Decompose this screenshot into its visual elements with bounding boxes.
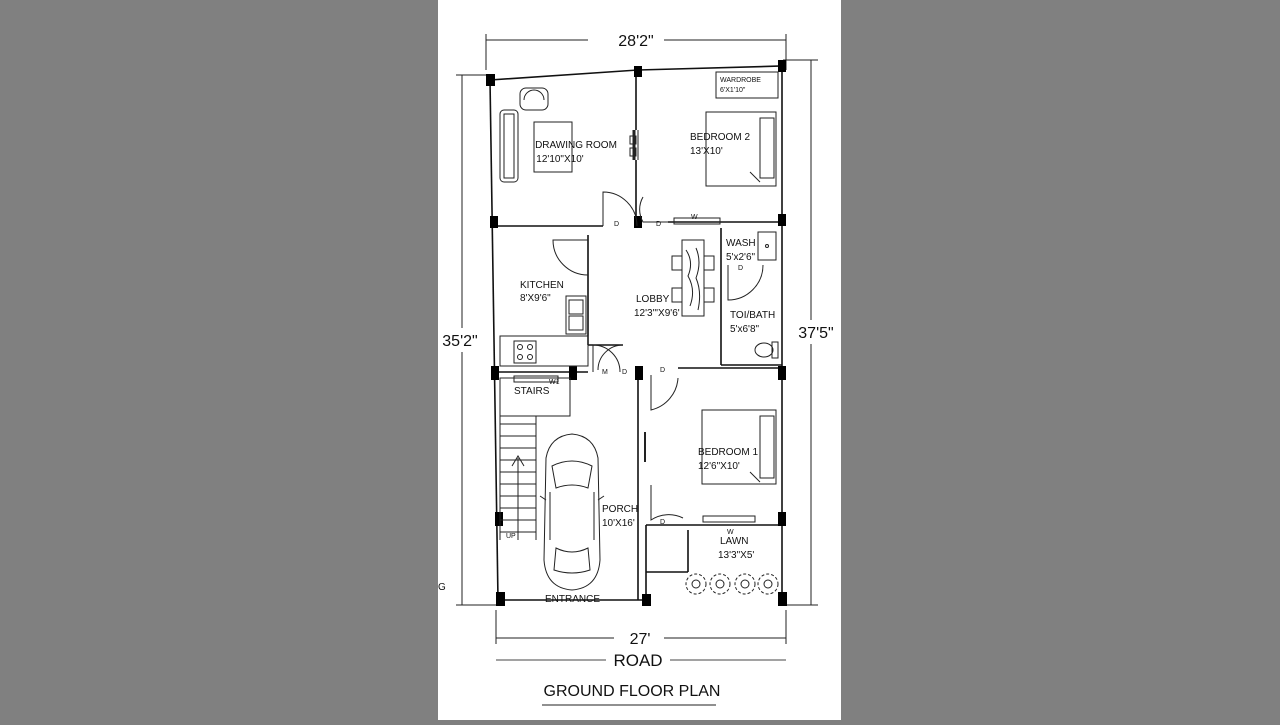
drawing-room-name: DRAWING ROOM [535, 140, 617, 151]
lawn-shrubs [685, 573, 779, 595]
door-mark-lobby: D [622, 369, 627, 376]
wardrobe-name: WARDROBE [720, 77, 761, 84]
dim-right-mask [793, 320, 839, 344]
bedroom-1-name: BEDROOM 1 [698, 447, 758, 458]
dim-left-label: 35'2" [442, 333, 477, 350]
wash-size: 5'x2'6" [726, 252, 756, 263]
door-mark-bedroom-1: D [660, 367, 665, 374]
lawn-size: 13'3"X5' [718, 550, 754, 561]
door-swings [552, 130, 764, 521]
lobby-size: 12'3"'X9'6' [634, 308, 680, 319]
right-letterbox [841, 0, 1280, 720]
toilet-bath-size: 5'x6'8" [730, 324, 760, 335]
dim-top-label: 28'2" [618, 33, 653, 50]
bed-1-furniture [701, 409, 777, 485]
porch-name: PORCH [602, 504, 638, 515]
dim-top-mask [588, 28, 664, 50]
door-mark-drawing-room: D [614, 221, 619, 228]
entrance-label: ENTRANCE [545, 594, 600, 605]
window-mark-bedroom-1: W [727, 529, 734, 536]
floor-plan-drawing: 28'2" 27' 35'2" 37'5" G [438, 28, 839, 706]
floor-plan-sheet: 28'2" 27' 35'2" 37'5" G [438, 0, 841, 720]
stairs-name: STAIRS [514, 386, 550, 397]
wardrobe-size: 6'X1'10" [720, 87, 746, 94]
windows [513, 217, 756, 523]
staircase [499, 377, 571, 540]
kitchen-counter [499, 295, 589, 367]
dim-left-mask [440, 328, 486, 352]
wash-fixtures [754, 231, 779, 359]
plan-title: GROUND FLOOR PLAN [544, 683, 721, 700]
road-label: ROAD [613, 651, 662, 670]
porch-size: 10'X16' [602, 518, 635, 529]
kitchen-name: KITCHEN [520, 280, 564, 291]
edge-fragment: G [438, 582, 446, 593]
bed-2-furniture [705, 71, 779, 187]
stairs-up-label: UP [506, 533, 516, 540]
dimension-lines [456, 34, 818, 644]
lobby-name: LOBBY [636, 294, 670, 305]
bedroom-2-name: BEDROOM 2 [690, 132, 750, 143]
dim-bottom-label: 27' [630, 631, 651, 648]
lawn-name: LAWN [720, 536, 749, 547]
main-door-mark: M [602, 369, 608, 376]
dining-table [671, 239, 715, 317]
sofa-furniture [499, 87, 637, 183]
wash-name: WASH [726, 238, 756, 249]
toilet-bath-name: TOI/BATH [730, 310, 775, 321]
door-mark-lawn: D [660, 519, 665, 526]
window-mark-bedroom-2: W [691, 214, 698, 221]
door-mark-bedroom-2: D [656, 221, 661, 228]
car-icon [539, 433, 605, 591]
window-mark-stairs: W1 [549, 379, 560, 386]
left-letterbox [0, 0, 438, 720]
dim-bottom-mask [614, 628, 664, 648]
dim-right-label: 37'5" [798, 325, 833, 342]
door-mark-toilet: D [738, 265, 743, 272]
bedroom-2-size: 13'X10' [690, 146, 723, 157]
drawing-room-size: 12'10"X10' [536, 154, 583, 165]
kitchen-size: 8'X9'6" [520, 293, 551, 304]
columns [486, 60, 787, 606]
bedroom-1-size: 12'6"X10' [698, 461, 740, 472]
